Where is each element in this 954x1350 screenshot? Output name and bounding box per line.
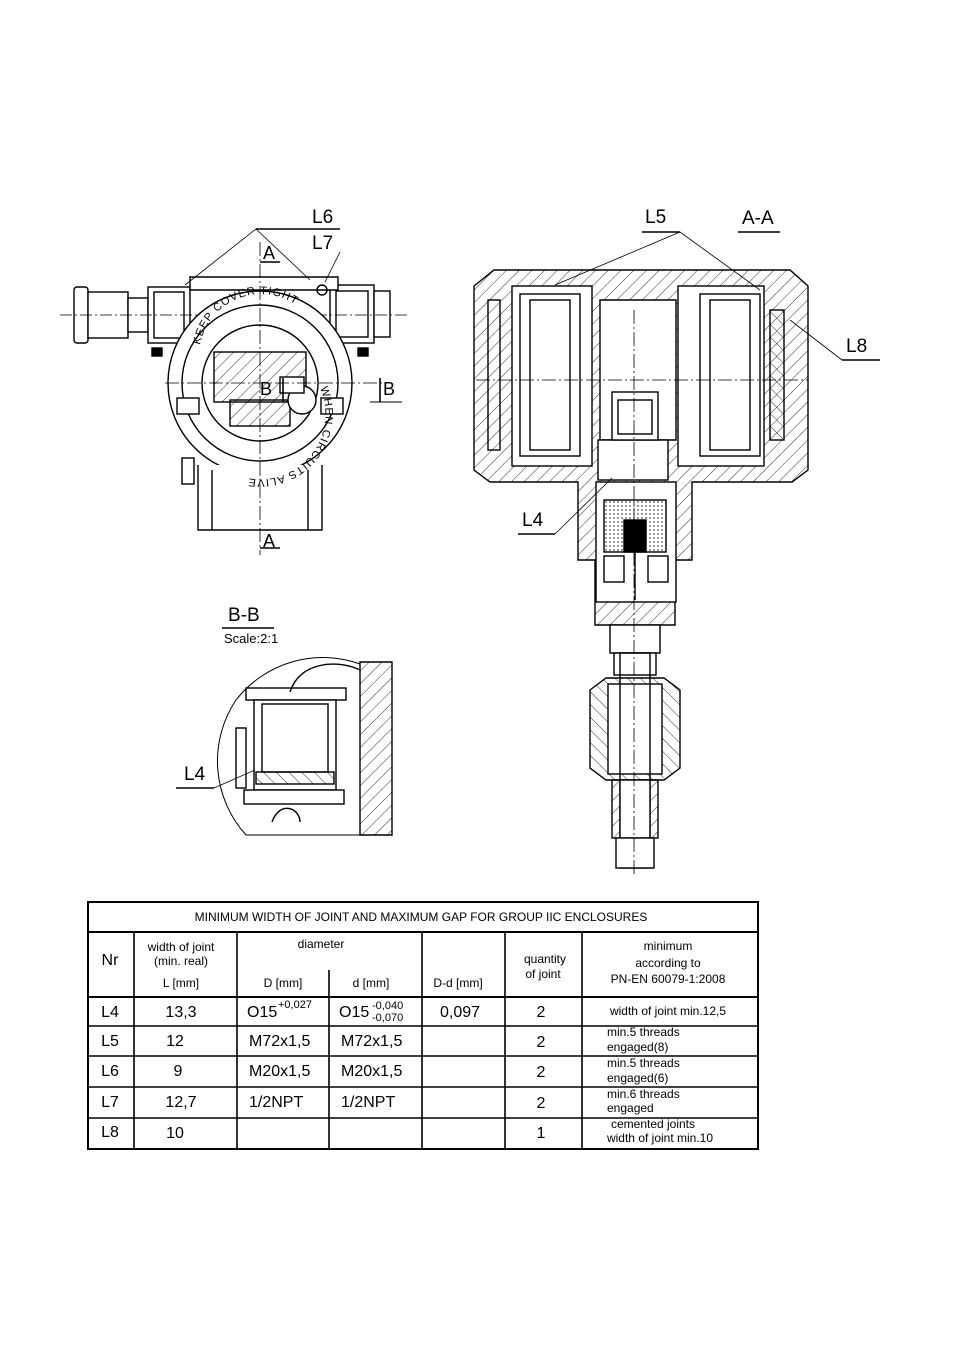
cell-d: M72x1,5 bbox=[341, 1033, 402, 1050]
cell-min-2: engaged(6) bbox=[607, 1071, 668, 1085]
cell-nr: L8 bbox=[101, 1124, 119, 1141]
cell-d-sup: -0,040 bbox=[372, 1000, 403, 1012]
header-diameter: diameter bbox=[298, 937, 345, 951]
drawing-labels: L6 L7 L5 A-A L8 L4 A A B B B-B Scale:2:1… bbox=[184, 207, 867, 785]
cell-qty: 2 bbox=[537, 1095, 546, 1112]
cell-min-2: engaged(8) bbox=[607, 1040, 668, 1054]
header-width-1: width of joint bbox=[147, 940, 215, 954]
cell-D: 1/2NPT bbox=[249, 1094, 303, 1111]
label-a-bottom: A bbox=[263, 531, 275, 551]
cell-nr: L4 bbox=[101, 1004, 119, 1021]
cell-min-2: engaged bbox=[607, 1101, 654, 1115]
header-width-unit: L [mm] bbox=[163, 976, 199, 990]
table-row: L8 10 1 cemented joints width of joint m… bbox=[101, 1117, 713, 1145]
cell-min-1: cemented joints bbox=[611, 1117, 695, 1131]
label-scale: Scale:2:1 bbox=[224, 631, 278, 646]
header-d: d [mm] bbox=[353, 976, 390, 990]
cell-d: 1/2NPT bbox=[341, 1094, 395, 1111]
cell-min-2: width of joint min.10 bbox=[606, 1131, 713, 1145]
table-row: L7 12,7 1/2NPT 1/2NPT 2 min.6 threads en… bbox=[101, 1087, 680, 1115]
header-Dd: D-d [mm] bbox=[433, 976, 482, 990]
cell-qty: 2 bbox=[537, 1064, 546, 1081]
header-min-3: PN-EN 60079-1:2008 bbox=[611, 972, 726, 986]
front-view bbox=[60, 228, 410, 555]
label-l4-section: L4 bbox=[522, 510, 544, 531]
cell-qty: 2 bbox=[537, 1004, 546, 1021]
cell-qty: 1 bbox=[537, 1125, 546, 1142]
cell-L: 9 bbox=[174, 1063, 183, 1080]
detail-bb-view bbox=[176, 627, 393, 836]
label-l4-detail: L4 bbox=[184, 764, 206, 785]
table-title: MINIMUM WIDTH OF JOINT AND MAXIMUM GAP F… bbox=[195, 910, 648, 924]
cell-D: M72x1,5 bbox=[249, 1033, 310, 1050]
header-min-2: according to bbox=[635, 956, 701, 970]
label-b-left: B bbox=[260, 379, 272, 399]
header-width-2: (min. real) bbox=[154, 954, 208, 968]
label-section-aa: A-A bbox=[742, 208, 774, 229]
cell-nr: L6 bbox=[101, 1063, 119, 1080]
label-a-top: A bbox=[263, 243, 275, 263]
table-row: L6 9 M20x1,5 M20x1,5 2 min.5 threads eng… bbox=[101, 1056, 680, 1085]
table-row: L5 12 M72x1,5 M72x1,5 2 min.5 threads en… bbox=[101, 1025, 680, 1054]
cell-d: O15 bbox=[339, 1004, 369, 1021]
header-qty-1: quantity bbox=[524, 952, 566, 966]
header-D: D [mm] bbox=[264, 976, 303, 990]
cell-d-sub: -0,070 bbox=[372, 1012, 403, 1024]
cell-Dd: 0,097 bbox=[440, 1004, 480, 1021]
header-nr: Nr bbox=[102, 952, 120, 969]
joint-table: MINIMUM WIDTH OF JOINT AND MAXIMUM GAP F… bbox=[87, 901, 759, 1150]
cell-L: 10 bbox=[166, 1125, 184, 1142]
cell-qty: 2 bbox=[537, 1034, 546, 1051]
label-section-bb: B-B bbox=[228, 605, 260, 626]
cell-d: M20x1,5 bbox=[341, 1063, 402, 1080]
header-qty-2: of joint bbox=[525, 967, 561, 981]
cell-min-1: width of joint min.12,5 bbox=[609, 1004, 726, 1018]
label-l6: L6 bbox=[312, 207, 333, 228]
cell-D: O15 bbox=[247, 1004, 277, 1021]
cell-min-1: min.5 threads bbox=[607, 1025, 680, 1039]
cell-D: M20x1,5 bbox=[249, 1063, 310, 1080]
cell-nr: L7 bbox=[101, 1094, 119, 1111]
cell-L: 13,3 bbox=[165, 1004, 196, 1021]
cell-L: 12 bbox=[166, 1033, 184, 1050]
cell-min-1: min.6 threads bbox=[607, 1087, 680, 1101]
label-b-right: B bbox=[383, 379, 395, 399]
label-l7: L7 bbox=[312, 233, 333, 254]
label-l8: L8 bbox=[846, 336, 867, 357]
cell-L: 12,7 bbox=[165, 1094, 196, 1111]
table-row: L4 13,3 O15 +0,027 O15 -0,040 -0,070 0,0… bbox=[101, 999, 726, 1024]
header-min-1: minimum bbox=[644, 939, 693, 953]
cell-min-1: min.5 threads bbox=[607, 1056, 680, 1070]
section-aa-view bbox=[473, 231, 880, 875]
cell-nr: L5 bbox=[101, 1033, 119, 1050]
label-l5: L5 bbox=[645, 207, 666, 228]
cell-D-sup: +0,027 bbox=[278, 999, 312, 1011]
